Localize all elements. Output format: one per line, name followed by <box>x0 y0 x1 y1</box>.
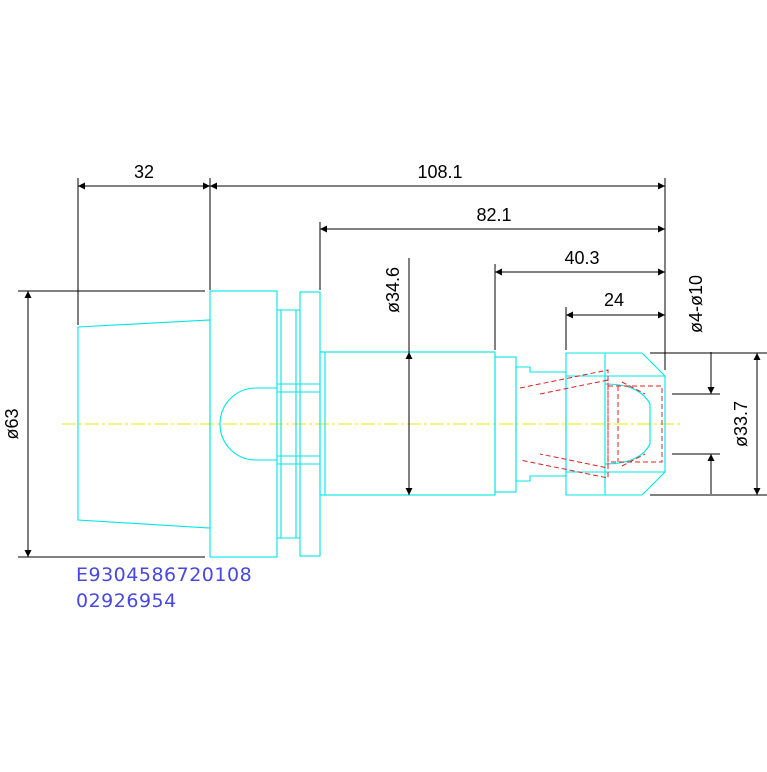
dim-108: 108.1 <box>417 162 462 182</box>
dim-dia63: ø63 <box>2 408 22 439</box>
tool-holder-outline <box>77 290 666 558</box>
dim-dia4-10: ø4-ø10 <box>686 275 706 333</box>
collet-hidden <box>519 369 663 479</box>
dim-82: 82.1 <box>476 205 511 225</box>
dimensions: 32 108.1 82.1 40.3 24 ø63 ø34.6 ø4-ø10 ø <box>2 162 767 558</box>
dim-dia337: ø33.7 <box>731 401 751 447</box>
dim-32: 32 <box>134 162 154 182</box>
flange <box>209 290 278 558</box>
part-number: 02926954 <box>76 590 177 612</box>
dim-dia346: ø34.6 <box>383 267 403 313</box>
dim-24: 24 <box>604 290 624 310</box>
dim-40: 40.3 <box>564 248 599 268</box>
drive-slot <box>219 387 277 461</box>
part-code: E9304586720108 <box>76 564 253 586</box>
